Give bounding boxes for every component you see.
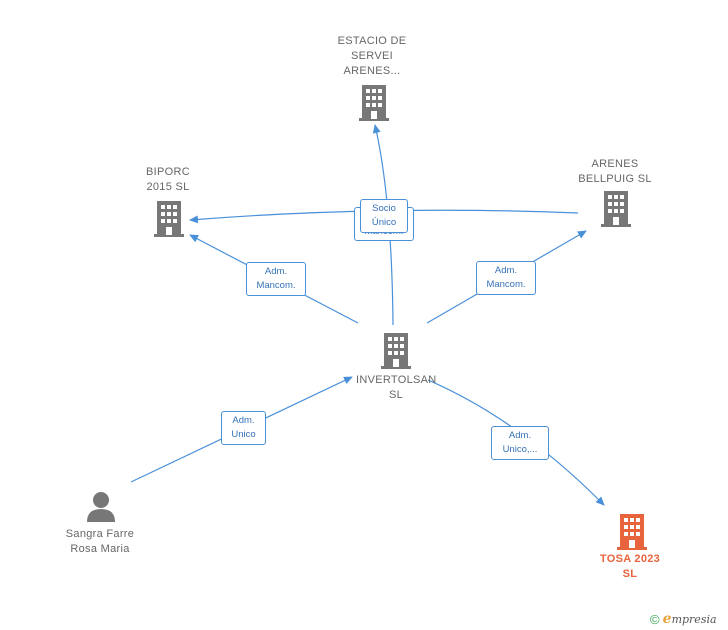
node-label: INVERTOLSAN SL [356,374,437,401]
edge-label-adm-mancom-left: Adm. Mancom. [246,262,306,296]
edge-label-adm-mancom-right: Adm. Mancom. [476,261,536,295]
copyright-footer: © empresia [650,611,717,627]
node-sangra-farre[interactable]: Sangra Farre Rosa Maria [55,527,145,557]
focus-building-icon [617,514,647,550]
node-label: ESTACIO DE SERVEI ARENES... [337,35,407,77]
empresia-logo[interactable]: empresia [662,611,717,627]
node-label: ARENES BELLPUIG SL [578,158,652,185]
node-biporc[interactable]: BIPORC 2015 SL [128,165,208,195]
node-arenes-bellpuig[interactable]: ARENES BELLPUIG SL [570,157,660,187]
logo-text: mpresia [671,613,717,626]
edge-label-socio-unico: Socio Único [360,199,408,233]
node-label: TOSA 2023 SL [599,553,661,580]
person-icon [87,492,115,522]
edge-label-adm-unico-person: Adm. Unico [221,411,266,445]
node-estacio-de-servei[interactable]: ESTACIO DE SERVEI ARENES... [322,34,422,79]
logo-initial: e [662,611,672,627]
building-icon [601,191,631,227]
edge-label-adm-unico-tosa: Adm. Unico,... [491,426,549,460]
building-icon [381,333,411,369]
node-label: BIPORC 2015 SL [146,166,190,193]
copyright-symbol: © [650,612,660,627]
node-invertolsan[interactable]: INVERTOLSAN SL [346,373,446,403]
building-icon [359,85,389,121]
building-icon [154,201,184,237]
node-tosa-2023[interactable]: TOSA 2023 SL [585,552,675,582]
node-label: Sangra Farre Rosa Maria [65,528,135,555]
